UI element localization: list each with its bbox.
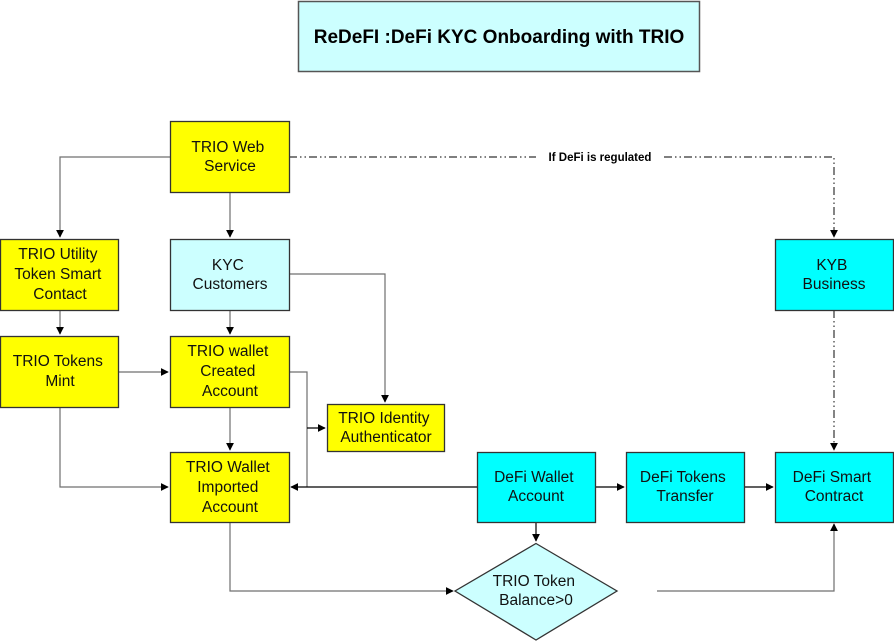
node-label: TRIO Token Balance>0 [493,573,580,609]
connectors: If DeFi is regulated [56,152,838,595]
edge-label-if-defi-regulated: If DeFi is regulated [549,152,652,164]
node-label: DeFi Smart Contract [793,469,876,505]
title-box: ReDeFI :DeFi KYC Onboarding with TRIO [297,0,701,73]
node-defi-smart-contract[interactable]: DeFi Smart Contract [774,451,894,524]
node-trio-web-service[interactable]: TRIO Web Service [169,120,291,194]
node-trio-utility-token[interactable]: TRIO Utility Token Smart Contact [0,238,120,312]
nodes: TRIO Web Service TRIO Utility Token Smar… [0,120,894,641]
node-trio-wallet-created[interactable]: TRIO wallet Created Account [169,335,291,409]
node-kyb-business[interactable]: KYB Business [774,238,894,312]
edge-kyc-to-identity [289,273,389,403]
node-label: DeFi Wallet Account [494,469,578,505]
edge-mint-to-wallet-imported [59,407,169,491]
node-trio-wallet-imported[interactable]: TRIO Wallet Imported Account [169,451,291,524]
edge-imported-to-balance [229,522,454,595]
node-trio-tokens-mint[interactable]: TRIO Tokens Mint [0,335,120,409]
edge-web-service-to-kyb-2 [664,156,838,238]
node-defi-tokens-transfer[interactable]: DeFi Tokens Transfer [625,451,746,524]
diagram-title: ReDeFI :DeFi KYC Onboarding with TRIO [314,27,685,48]
node-label: KYC Customers [193,257,268,293]
node-label: TRIO Wallet Imported Account [186,459,274,516]
node-trio-identity-authenticator[interactable]: TRIO Identity Authenticator [326,403,446,453]
node-kyc-customers[interactable]: KYC Customers [169,238,291,312]
node-defi-wallet-account[interactable]: DeFi Wallet Account [476,451,597,524]
node-trio-token-balance-decision[interactable]: TRIO Token Balance>0 [453,542,619,641]
node-label: TRIO Identity Authenticator [338,410,434,446]
edge-wallet-created-to-identity [289,371,308,487]
edge-balance-to-smart-contract [657,523,838,592]
edge-web-service-to-utility-token [56,156,170,238]
node-label: TRIO Web Service [191,139,268,175]
node-label: TRIO wallet Created Account [187,343,272,400]
node-label: KYB Business [803,257,866,293]
node-label: TRIO Tokens Mint [13,353,107,390]
node-label: DeFi Tokens Transfer [640,469,730,505]
node-label: TRIO Utility Token Smart Contact [14,246,105,303]
